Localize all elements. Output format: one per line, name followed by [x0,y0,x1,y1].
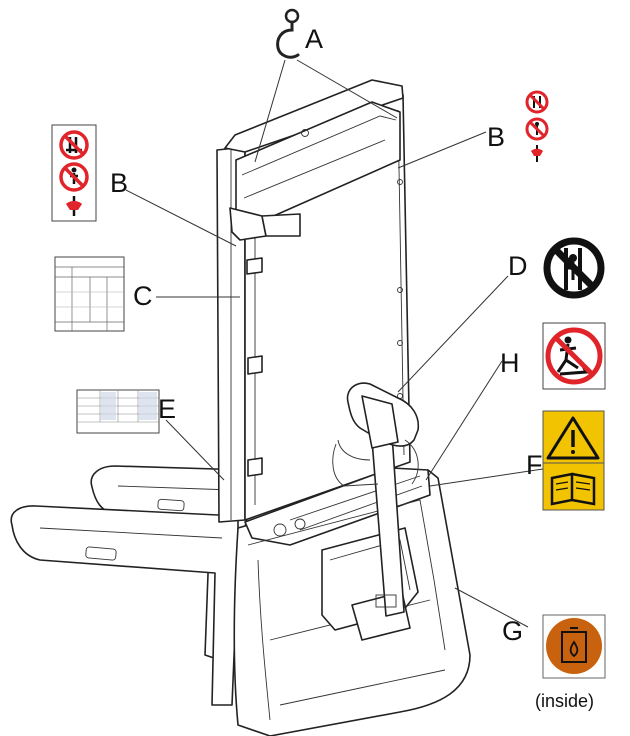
label-c: C [133,281,153,311]
label-a: A [305,24,323,54]
tiller-handle [332,382,420,617]
leader-lines [125,59,577,628]
label-f: F [526,450,543,480]
label-g: G [502,616,523,646]
label-g-note: (inside) [535,691,594,711]
hydraulic-oil-icon [542,614,606,679]
label-h: H [500,348,520,378]
no-person-under-load-icon [525,117,549,141]
nameplate [76,389,160,434]
hand-crush-warning-icon [531,145,543,162]
no-standing-under-forks-icon [59,130,89,160]
label-d: D [508,251,528,281]
warning-triangle-icon [546,416,600,460]
label-b-left: B [110,168,128,198]
forks [10,465,249,706]
label-b-right: B [487,122,505,152]
no-hands-in-mast-icon [543,237,605,299]
sign-b-right [525,90,549,162]
hook-icon [276,8,300,59]
truck-body [233,467,471,736]
label-e: E [158,394,176,424]
no-riding-icon [542,322,606,390]
load-chart-plate [54,256,125,332]
read-manual-icon [550,472,596,506]
sign-b-left [51,124,97,222]
hand-crush-warning-icon [66,196,82,216]
no-standing-under-forks-icon [525,90,549,114]
no-person-under-load-icon [59,162,89,192]
sign-f [542,410,605,511]
